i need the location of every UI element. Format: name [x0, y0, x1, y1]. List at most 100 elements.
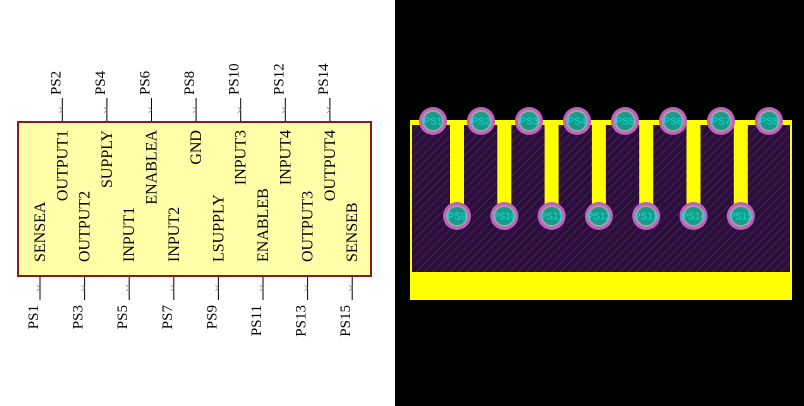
pin-designator-label: PS1: [26, 305, 42, 329]
pad-center: [637, 207, 656, 225]
pcb-pad: PS8: [755, 107, 783, 135]
pcb-pad: PS10: [490, 202, 519, 230]
pad-label: PS7: [712, 117, 731, 128]
pad-label: PS8: [760, 117, 779, 128]
pin-name: OUTPUT2: [77, 191, 94, 262]
pin-designator-label: PS4: [93, 70, 109, 95]
pin-name: INPUT2: [166, 207, 183, 262]
pcb-pad: PS3: [515, 107, 543, 135]
pad-label: PS14: [681, 212, 706, 223]
pad-center: [448, 207, 466, 225]
pad-center: [684, 207, 703, 225]
pin-name: SUPPLY: [99, 130, 116, 188]
pin-name: OUTPUT4: [322, 130, 339, 201]
pin-io-marker: [259, 284, 264, 292]
pad-center: [520, 112, 538, 130]
pin-name: INPUT3: [233, 130, 250, 185]
right-board-edge: [790, 120, 792, 300]
pad-label: PS3: [520, 117, 539, 128]
pin-designator-label: PS12: [271, 63, 287, 95]
pin-designator-label: PS6: [138, 70, 154, 95]
pcb-pad: PS9: [443, 202, 471, 230]
pin-io-marker: [59, 106, 63, 114]
pin-io-marker: [282, 106, 286, 114]
pcb-pad: PS13: [632, 202, 661, 230]
copper-trace: [450, 125, 464, 216]
pin-designator-label: PS3: [71, 305, 87, 329]
pin-io-marker: [192, 106, 197, 114]
pin-designator-label: PS13: [294, 305, 310, 337]
pin-name: OUTPUT1: [54, 130, 71, 201]
pad-label: PS4: [568, 117, 587, 128]
pcb-pad: PS12: [584, 202, 613, 230]
pin-designator-label: PS9: [204, 305, 220, 329]
pad-label: PS11: [540, 212, 564, 223]
pad-center: [712, 112, 730, 130]
pad-label: PS13: [634, 212, 659, 223]
pin-designator-label: PS10: [227, 63, 243, 95]
ic-body-rectangle: [17, 121, 372, 277]
pad-label: PS9: [448, 212, 467, 223]
pin-name: GND: [188, 130, 205, 165]
pin-name: SENSEB: [344, 202, 361, 262]
pin-designator-label: PS2: [48, 71, 64, 95]
pin-designator-label: PS7: [160, 305, 176, 330]
pin-designator-label: PS15: [338, 305, 354, 337]
pcb-pad: PS14: [679, 202, 708, 230]
pad-center: [542, 207, 561, 225]
pin-name: INPUT1: [121, 207, 138, 262]
pcb-pad: PS2: [467, 107, 495, 135]
pcb-pad: PS15: [726, 202, 755, 230]
pin-io-marker: [304, 284, 309, 292]
pcb-pad: PS6: [659, 107, 687, 135]
pad-label: PS5: [616, 117, 635, 128]
pin-designator-label: PS11: [249, 305, 265, 336]
pin-name: SENSEA: [32, 201, 49, 262]
schematic-pin-leads: [36, 98, 353, 300]
pad-center: [760, 112, 778, 130]
pcb-pad: PS7: [707, 107, 735, 135]
pin-io-marker: [348, 284, 353, 292]
pin-io-marker: [125, 284, 130, 292]
pcb-pad: PS1: [419, 107, 447, 135]
pad-center: [568, 112, 586, 130]
copper-trace: [544, 125, 559, 216]
pin-io-marker: [81, 284, 86, 292]
pad-label: PS15: [729, 212, 754, 223]
pin-designator-label: PS14: [316, 63, 332, 95]
copper-trace: [686, 125, 701, 216]
pad-label: PS2: [472, 117, 491, 128]
pad-center: [616, 112, 634, 130]
pin-name: OUTPUT3: [300, 191, 317, 262]
pad-label: PS10: [492, 212, 517, 223]
bottom-copper-bar: [410, 272, 792, 300]
pad-label: PS12: [587, 212, 612, 223]
pin-io-marker: [326, 106, 331, 114]
copper-trace: [591, 125, 606, 216]
pin-io-marker: [36, 284, 41, 292]
pin-io-marker: [170, 284, 175, 292]
pin-name: ENABLEA: [144, 130, 161, 205]
pcb-pad: PS11: [537, 202, 566, 230]
left-board-edge: [410, 120, 412, 300]
pad-label: PS1: [424, 117, 443, 128]
pad-center: [495, 207, 514, 225]
copper-trace: [639, 125, 654, 216]
schematic-pin-labels: PS1PS2PS3PS4PS5PS6PS7PS8PS9PS10PS11PS12P…: [26, 63, 354, 337]
pad-center: [472, 112, 490, 130]
pin-designator-label: PS5: [115, 305, 131, 329]
pin-io-marker: [103, 106, 108, 114]
top-copper-strip: [410, 120, 792, 125]
copper-trace: [733, 125, 748, 216]
pad-center: [731, 207, 750, 225]
pin-designator-label: PS8: [182, 71, 198, 95]
pad-center: [589, 207, 608, 225]
pin-io-marker: [237, 106, 242, 114]
pad-center: [664, 112, 682, 130]
pin-name: ENABLEB: [255, 188, 272, 262]
